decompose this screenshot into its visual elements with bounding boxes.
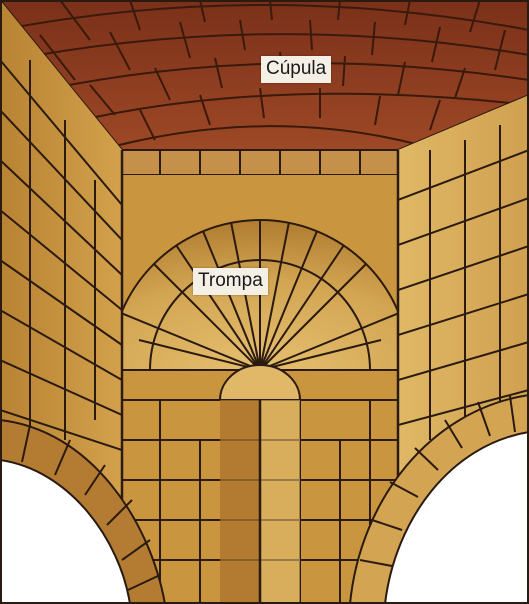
trompa-label: Trompa [193, 268, 268, 295]
cupula-label: Cúpula [261, 56, 331, 83]
